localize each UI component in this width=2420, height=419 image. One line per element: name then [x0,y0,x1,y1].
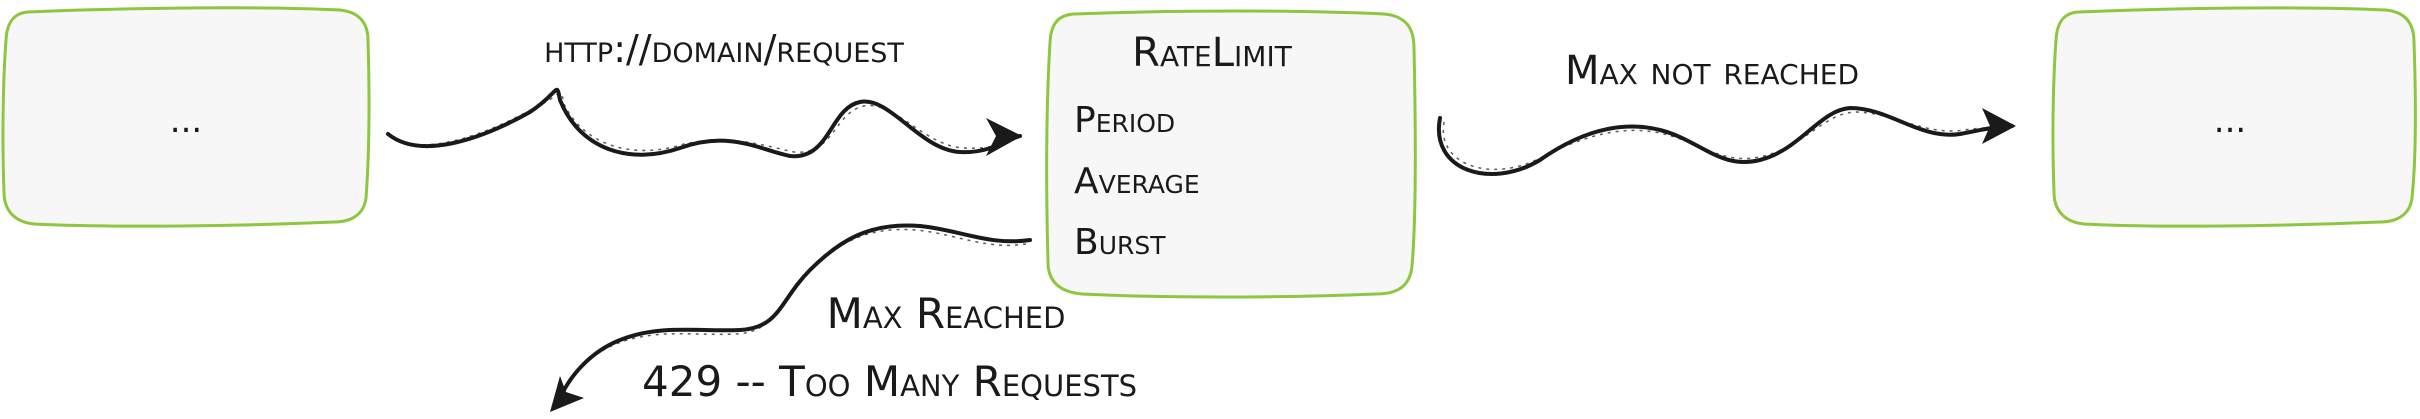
edge-reached-line [558,223,1032,400]
edge-request: http://domain/request [386,27,1022,159]
right-node-box [2051,6,2417,228]
edge-not-reached-line [1436,106,2014,176]
edge-reached-label: Max Reached [827,289,1066,338]
edge-not-reached-texture [1442,111,2011,171]
left-node-box [1,6,371,228]
ratelimit-field-average: Average [1074,161,1200,202]
edge-reached-sublabel: 429 -- Too Many Requests [642,357,1137,406]
ratelimit-title: RateLimit [1132,30,1293,76]
right-node-text: ... [2214,101,2246,141]
edge-not-reached-label: Max not reached [1565,48,1859,94]
edge-request-label: http://domain/request [544,27,904,71]
ratelimit-field-period: Period [1074,100,1175,141]
edge-not-reached-arrowhead [1982,108,2016,144]
ratelimit-node-box [1045,9,1417,299]
left-node-text: ... [170,101,202,141]
ratelimit-field-burst: Burst [1074,222,1166,263]
left-node: ... [1,6,371,228]
edge-request-arrowhead [986,118,1022,156]
edge-reached: Max Reached 429 -- Too Many Requests [550,223,1137,412]
edge-reached-arrowhead [550,376,584,412]
ratelimit-node: RateLimit Period Average Burst [1045,9,1417,299]
edge-request-line [386,87,1022,159]
right-node: ... [2051,6,2417,228]
edge-not-reached: Max not reached [1436,48,2016,176]
edge-request-texture [391,92,1019,153]
